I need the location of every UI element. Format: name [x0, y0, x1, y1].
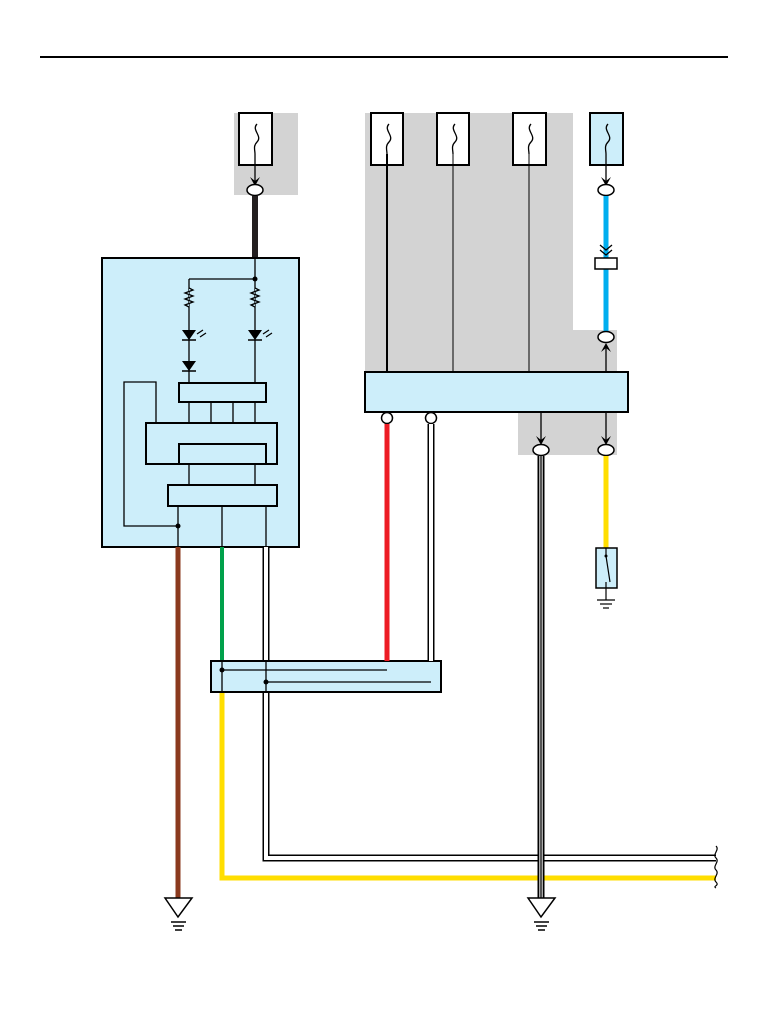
- junction-connector: [210, 660, 442, 693]
- led-icon: [182, 329, 207, 341]
- connector-icon: [532, 443, 550, 457]
- connector-icon: [597, 443, 615, 457]
- ground-icon: [163, 897, 194, 931]
- module-internal-circuit: [123, 258, 278, 547]
- connector-icon: [597, 183, 615, 197]
- inline-connector: [594, 257, 618, 270]
- fuse-icon: [589, 112, 624, 166]
- chevron-icon: [599, 244, 613, 256]
- arrow-icon: [601, 436, 611, 445]
- arrow-icon: [536, 436, 546, 445]
- diode-icon: [182, 361, 196, 372]
- led-icon: [248, 329, 273, 341]
- terminal-icon: [424, 411, 438, 425]
- connector-icon: [246, 183, 264, 197]
- connector-icon: [597, 330, 615, 344]
- terminal-icon: [380, 411, 394, 425]
- resistor-icon: [183, 287, 195, 308]
- switch-icon: [595, 547, 618, 589]
- ground-icon: [597, 588, 615, 609]
- wire-yellow: [219, 692, 716, 881]
- resistor-icon: [249, 287, 261, 308]
- arrow-icon: [601, 177, 611, 186]
- shaded-area-main: [365, 113, 617, 372]
- body-control-module: [364, 371, 629, 413]
- wire-white: [262, 547, 716, 862]
- arrow-icon: [250, 177, 260, 186]
- arrow-icon: [601, 343, 611, 352]
- wire-break-icon: [714, 845, 718, 889]
- ground-icon: [526, 897, 557, 931]
